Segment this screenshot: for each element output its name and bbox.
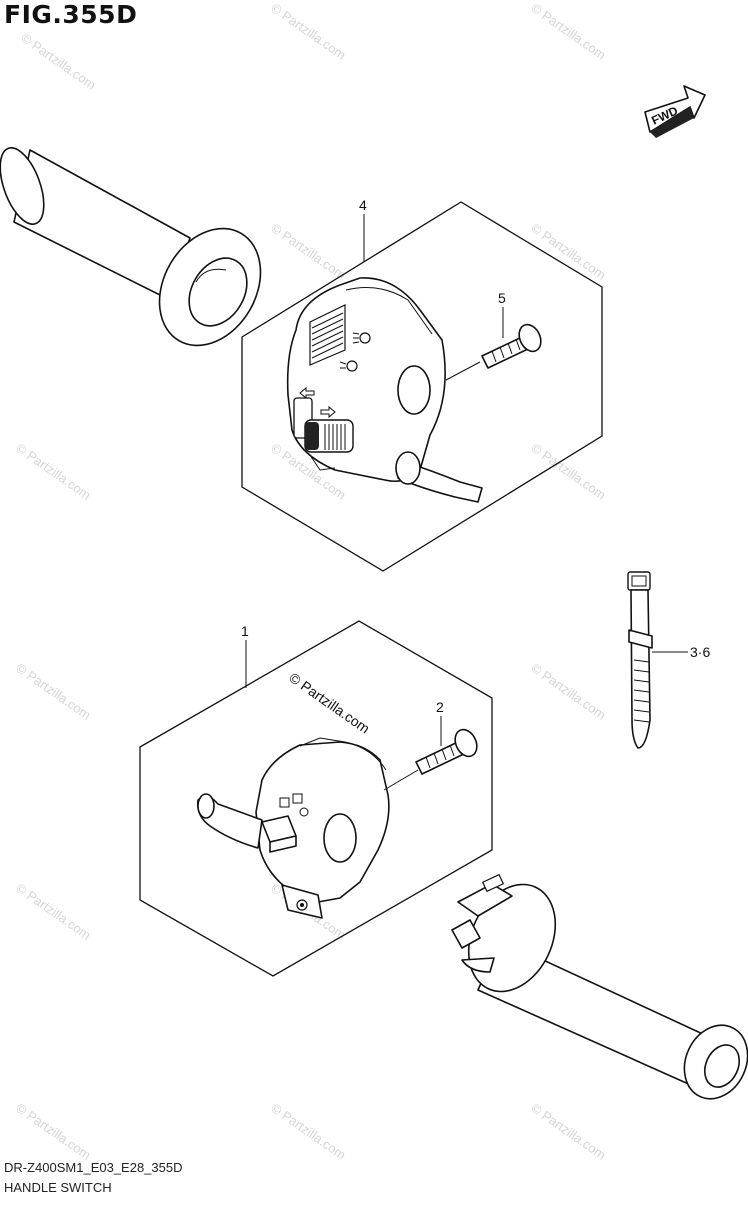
watermark-text: © Partzilla.com — [528, 1100, 608, 1163]
callout-3-6: 3·6 — [652, 644, 710, 660]
watermark-text: © Partzilla.com — [528, 220, 608, 283]
copyright-label: © Partzilla.com — [286, 669, 372, 736]
right-handle-switch — [196, 737, 390, 919]
watermark-text: © Partzilla.com — [13, 880, 93, 943]
left-handle-switch — [286, 277, 483, 503]
assembly-frame-right-switch — [139, 620, 493, 977]
kill-switch — [281, 884, 323, 919]
callout-label-2: 2 — [436, 699, 444, 715]
left-handle-grip — [0, 147, 262, 347]
callout-4: 4 — [359, 197, 367, 262]
turn-signal-arrow-icon — [299, 386, 336, 419]
cable-tie-part-3-6 — [627, 571, 653, 749]
callout-label-3-6: 3·6 — [690, 644, 710, 660]
callout-label-4: 4 — [359, 197, 367, 213]
watermark-text: © Partzilla.com — [13, 440, 93, 503]
watermark-text: © Partzilla.com — [268, 0, 348, 63]
assembly-frame-left-switch — [241, 201, 603, 572]
watermark-text: © Partzilla.com — [528, 440, 608, 503]
watermark-text: © Partzilla.com — [13, 660, 93, 723]
watermark-text: © Partzilla.com — [18, 30, 98, 93]
watermark-text: © Partzilla.com — [528, 660, 608, 723]
watermark-text: © Partzilla.com — [528, 0, 608, 63]
model-code: DR-Z400SM1_E03_E28_355D — [4, 1160, 183, 1175]
leader-4-to-5 — [445, 361, 481, 381]
section-name: HANDLE SWITCH — [4, 1180, 112, 1195]
callout-5: 5 — [498, 290, 506, 338]
figure-title: FIG.355D — [4, 0, 138, 29]
switch-grille-icon — [309, 304, 346, 366]
callout-1: 1 — [241, 623, 249, 688]
horn-roller — [304, 419, 354, 453]
headlight-icon — [339, 332, 371, 372]
screw-part-2 — [415, 728, 478, 775]
callout-label-5: 5 — [498, 290, 506, 306]
start-switch-icon — [279, 793, 309, 817]
callout-label-1: 1 — [241, 623, 249, 639]
watermark-text: © Partzilla.com — [13, 1100, 93, 1163]
screw-part-5 — [481, 323, 542, 369]
fwd-arrow-icon: FWD — [644, 85, 706, 138]
start-button — [261, 815, 297, 853]
watermark-text: © Partzilla.com — [268, 1100, 348, 1163]
right-throttle-grip — [451, 873, 748, 1100]
leader-1-to-2 — [383, 769, 419, 791]
callout-2: 2 — [436, 699, 444, 746]
watermark-text: © Partzilla.com — [268, 220, 348, 283]
